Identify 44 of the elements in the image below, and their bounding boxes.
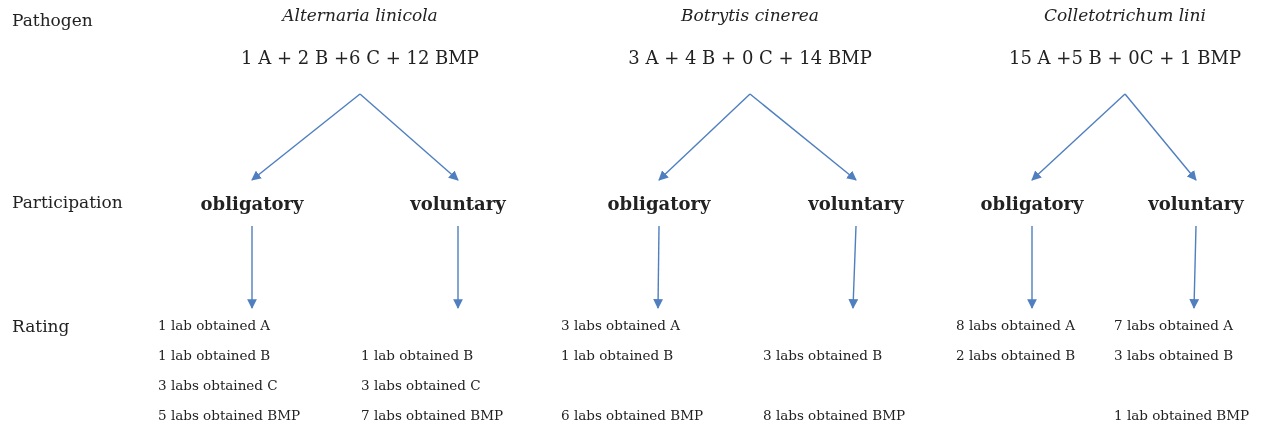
arrow bbox=[359, 93, 459, 181]
arrow bbox=[247, 225, 257, 309]
participation-type: voluntary bbox=[808, 191, 904, 216]
arrow bbox=[848, 225, 859, 309]
rating-result: 1 lab obtained B bbox=[158, 346, 271, 365]
arrow bbox=[658, 93, 751, 181]
rating-result: 3 labs obtained B bbox=[1114, 346, 1234, 365]
arrow bbox=[251, 93, 361, 181]
arrow bbox=[1027, 225, 1037, 309]
arrow bbox=[653, 225, 663, 309]
pathogen-name: Alternaria linicola bbox=[282, 4, 438, 26]
pathogen-name: Colletotrichum lini bbox=[1044, 4, 1206, 26]
rating-result: 8 labs obtained A bbox=[956, 316, 1076, 335]
rating-result: 7 labs obtained A bbox=[1114, 316, 1234, 335]
rating-result: 3 labs obtained C bbox=[158, 376, 278, 395]
arrow bbox=[1124, 93, 1197, 181]
row-heading: Rating bbox=[12, 315, 70, 338]
arrow bbox=[1031, 93, 1126, 181]
rating-result: 1 lab obtained BMP bbox=[1114, 406, 1250, 425]
arrow bbox=[453, 225, 463, 309]
rating-result: 6 labs obtained BMP bbox=[561, 406, 704, 425]
row-heading: Participation bbox=[12, 191, 123, 214]
rating-result: 7 labs obtained BMP bbox=[361, 406, 504, 425]
participation-type: obligatory bbox=[980, 191, 1084, 216]
result-formula: 3 A + 4 B + 0 C + 14 BMP bbox=[628, 46, 872, 70]
participation-type: voluntary bbox=[1148, 191, 1244, 216]
rating-result: 3 labs obtained A bbox=[561, 316, 681, 335]
rating-result: 3 labs obtained C bbox=[361, 376, 481, 395]
rating-result: 1 lab obtained B bbox=[361, 346, 474, 365]
row-heading: Pathogen bbox=[12, 9, 93, 32]
arrow bbox=[1189, 225, 1200, 309]
rating-result: 1 lab obtained A bbox=[158, 316, 271, 335]
rating-result: 8 labs obtained BMP bbox=[763, 406, 906, 425]
arrow bbox=[749, 93, 857, 181]
participation-type: obligatory bbox=[200, 191, 304, 216]
pathogen-name: Botrytis cinerea bbox=[681, 4, 819, 26]
participation-type: voluntary bbox=[410, 191, 506, 216]
rating-result: 1 lab obtained B bbox=[561, 346, 674, 365]
rating-result: 3 labs obtained B bbox=[763, 346, 883, 365]
rating-result: 2 labs obtained B bbox=[956, 346, 1076, 365]
result-formula: 15 A +5 B + 0C + 1 BMP bbox=[1008, 46, 1242, 70]
participation-type: obligatory bbox=[607, 191, 711, 216]
result-formula: 1 A + 2 B +6 C + 12 BMP bbox=[241, 46, 479, 70]
rating-result: 5 labs obtained BMP bbox=[158, 406, 301, 425]
